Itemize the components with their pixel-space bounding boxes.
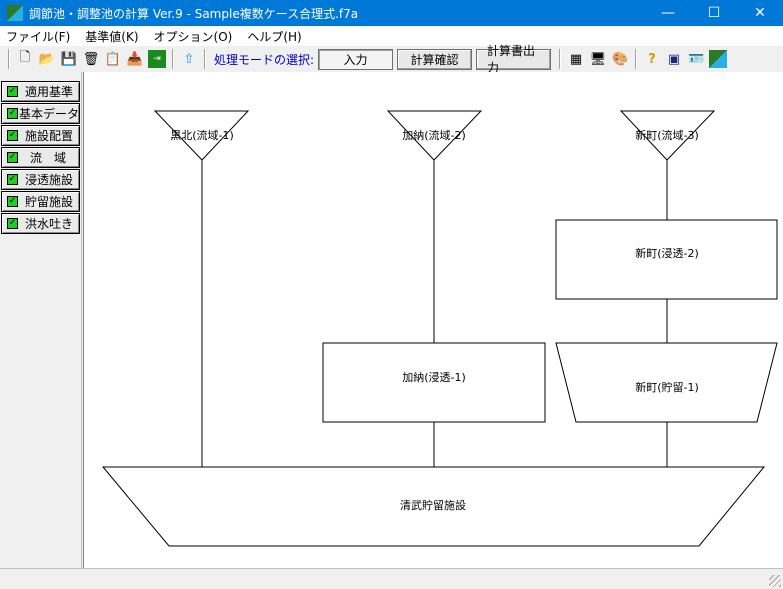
sidebar-item-label: 洪水吐き <box>25 217 74 231</box>
checkmark-icon: ✓ <box>7 108 18 119</box>
facility-label: 清武貯留施設 <box>400 498 466 512</box>
facility-label: 加納(浸透-1) <box>402 371 466 384</box>
color-palette-icon[interactable]: 🎨 <box>611 51 629 67</box>
facility-label: 新町(浸透-2) <box>635 246 699 260</box>
sidebar-item-label: 流 域 <box>30 151 67 165</box>
sidebar-item-label: 浸透施設 <box>25 173 74 187</box>
mode-calc-check-button[interactable]: 計算確認 <box>397 48 473 70</box>
catchment-label: 加納(流域-2) <box>402 128 466 142</box>
sidebar-item-label: 適用基準 <box>25 85 74 99</box>
catchment-triangle <box>386 110 483 161</box>
close-button[interactable]: ✕ <box>754 5 766 21</box>
catchment-triangle <box>619 110 716 161</box>
catchment-3[interactable]: 新町(流域-3) <box>619 110 716 161</box>
facility-diagram-canvas[interactable]: 黒北(流域-1) 加納(流域-2) 新町(流域-3) 加納(浸透-1) 新町(浸… <box>83 72 783 568</box>
box-icon[interactable]: ▣ <box>667 51 681 67</box>
app-logo-icon[interactable] <box>709 50 728 68</box>
maximize-button[interactable]: ☐ <box>707 5 721 21</box>
help-icon[interactable]: ? <box>648 51 656 67</box>
trash-icon[interactable]: 🗑 <box>82 51 100 67</box>
separator <box>204 49 206 69</box>
app-icon <box>7 5 23 21</box>
id-card-icon[interactable]: 🪪 <box>687 51 705 67</box>
menu-bar: ファイル(F) 基準値(K) オプション(O) ヘルプ(H) <box>0 26 783 46</box>
new-file-icon[interactable]: 🗋 <box>19 50 31 65</box>
sidebar-item-spillway[interactable]: ✓ 洪水吐き <box>1 213 80 234</box>
mode-report-output-button[interactable]: 計算書出力 <box>476 44 552 75</box>
resize-grip-icon[interactable] <box>769 575 781 587</box>
separator <box>172 49 174 69</box>
facility-label: 新町(貯留-1) <box>635 380 699 394</box>
checkmark-icon: ✓ <box>7 196 18 207</box>
menu-options[interactable]: オプション(O) <box>153 29 233 44</box>
menu-standards[interactable]: 基準値(K) <box>85 29 139 44</box>
catchment-triangle <box>153 110 250 161</box>
catchment-2[interactable]: 加納(流域-2) <box>386 110 483 161</box>
title-bar: 調節池・調整池の計算 Ver.9 - Sample複数ケース合理式.f7a — … <box>0 0 783 26</box>
toolbar-grip <box>8 49 10 69</box>
catchment-1[interactable]: 黒北(流域-1) <box>153 110 250 161</box>
checkmark-icon: ✓ <box>7 218 18 229</box>
menu-help[interactable]: ヘルプ(H) <box>247 29 302 44</box>
exit-icon[interactable]: ⇥ <box>148 50 166 68</box>
import-icon[interactable]: 📥 <box>126 51 144 67</box>
status-bar <box>0 568 783 589</box>
monitor-icon[interactable]: 🖥 <box>589 51 607 67</box>
catchment-label: 黒北(流域-1) <box>170 128 234 142</box>
toolbar: 🗋 📂 💾 🗑 📋 📥 ⇥ ⇧ 処理モードの選択: 入力 計算確認 計算書出力 … <box>0 44 783 75</box>
mode-input-button[interactable]: 入力 <box>318 48 394 70</box>
minimize-button[interactable]: — <box>661 5 675 21</box>
sidebar: ✓適用基準 ✓基本データ ✓施設配置 ✓流 域 ✓浸透施設 ✓貯留施設 ✓洪水吐… <box>0 72 82 568</box>
save-icon[interactable]: 💾 <box>60 51 78 67</box>
checkmark-icon: ✓ <box>7 130 18 141</box>
sidebar-item-label: 基本データ <box>19 107 80 121</box>
separator <box>559 49 562 69</box>
separator <box>635 49 638 69</box>
sidebar-item-infiltration[interactable]: ✓ 浸透施設 <box>1 169 80 190</box>
table-icon[interactable]: ▦ <box>569 51 583 67</box>
sidebar-item-storage[interactable]: ✓ 貯留施設 <box>1 191 80 212</box>
open-folder-icon[interactable]: 📂 <box>38 51 56 67</box>
infiltration-facility-1[interactable]: 加納(浸透-1) <box>322 342 546 423</box>
main-storage-facility[interactable]: 清武貯留施設 <box>101 466 766 547</box>
infiltration-facility-2[interactable]: 新町(浸透-2) <box>555 219 778 300</box>
catchment-label: 新町(流域-3) <box>635 128 699 142</box>
sidebar-item-standards[interactable]: ✓ 適用基準 <box>1 81 80 102</box>
mode-select-label: 処理モードの選択: <box>214 52 315 67</box>
sidebar-item-facility-layout[interactable]: ✓ 施設配置 <box>1 125 80 146</box>
menu-file[interactable]: ファイル(F) <box>6 29 71 44</box>
sidebar-item-label: 施設配置 <box>25 129 74 143</box>
sidebar-item-label: 貯留施設 <box>25 195 74 209</box>
storage-facility-1[interactable]: 新町(貯留-1) <box>555 342 778 423</box>
checkmark-icon: ✓ <box>7 152 18 163</box>
sidebar-item-catchment[interactable]: ✓ 流 域 <box>1 147 80 168</box>
checkmark-icon: ✓ <box>7 86 18 97</box>
checkmark-icon: ✓ <box>7 174 18 185</box>
document-export-icon[interactable]: 📋 <box>104 51 122 67</box>
upload-icon[interactable]: ⇧ <box>183 51 195 67</box>
window-title: 調節池・調整池の計算 Ver.9 - Sample複数ケース合理式.f7a <box>29 6 359 21</box>
sidebar-item-basic-data[interactable]: ✓基本データ <box>1 103 80 124</box>
